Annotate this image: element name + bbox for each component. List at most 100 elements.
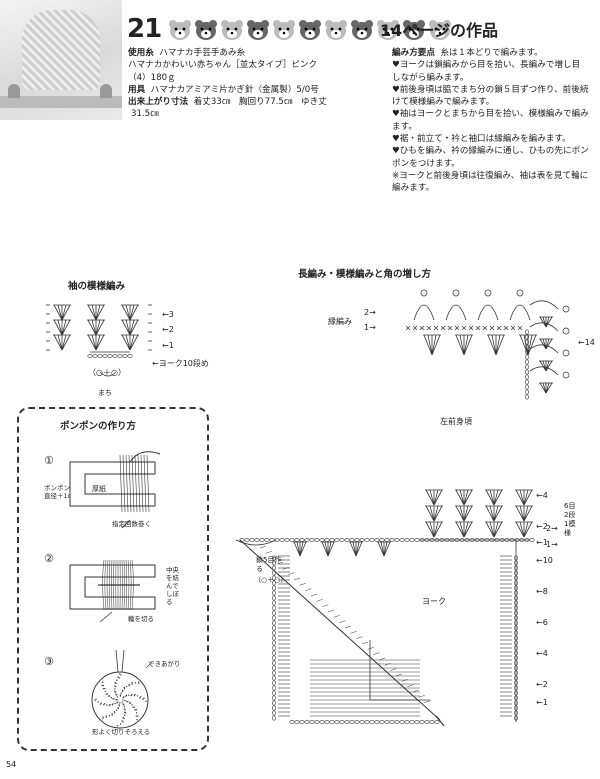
edge-stitch-fan	[495, 334, 501, 356]
pompom-texture	[102, 716, 104, 718]
bear-face-icon	[428, 19, 452, 41]
corner-fan	[545, 338, 550, 350]
edge-sc-row	[426, 325, 432, 331]
pompom-texture	[134, 709, 136, 711]
yoke-label: ヨーク	[422, 597, 446, 606]
pompom-texture	[131, 682, 133, 684]
pompom-texture	[99, 703, 102, 705]
yoke-top-fan	[327, 541, 335, 557]
yoke-row-note: ←ヨーク10段め	[152, 359, 209, 368]
yoke-top-chain	[419, 538, 425, 542]
edge-sc-row	[475, 325, 481, 331]
pompom-texture	[101, 684, 103, 687]
yoke-top-fan	[383, 541, 391, 557]
yoke-top-chain	[254, 538, 260, 542]
pompom-texture	[102, 687, 105, 690]
points-line: けて模様編みで編みます。	[392, 97, 495, 108]
pompom-texture	[119, 702, 121, 704]
sleeve-stitch-fan	[129, 334, 139, 351]
body-stitch-fan	[463, 521, 469, 538]
pompom-texture	[118, 705, 120, 707]
yoke-left-chain	[272, 650, 276, 656]
diagonal-stitch	[327, 609, 335, 613]
right-edge-chain	[525, 364, 529, 370]
yoke-top-chain	[454, 538, 460, 542]
yoke-top-chain	[494, 538, 500, 542]
pompom-texture	[102, 704, 105, 706]
pompom-texture	[104, 687, 106, 690]
body-stitch-fan	[485, 489, 495, 506]
right-top-label: ←14	[578, 338, 595, 347]
pompom-texture	[115, 682, 117, 685]
pompom-texture	[109, 695, 111, 697]
diagonal-stitch	[395, 673, 403, 677]
body-stitch-fan	[485, 505, 495, 522]
sleeve-stitch-fan	[61, 334, 67, 351]
right-row-label: ←8	[536, 587, 548, 596]
pompom-texture	[124, 699, 126, 702]
yoke-top-fan	[355, 541, 360, 557]
yoke-top-chain	[479, 538, 485, 542]
right-row-label: ←2	[536, 522, 548, 531]
pompom-texture	[122, 717, 124, 719]
edge-stitch-fan	[491, 334, 497, 356]
corner-fan	[545, 316, 550, 328]
pompom-texture	[112, 703, 114, 705]
pompom-texture	[116, 698, 118, 701]
yoke-top-chain	[274, 538, 280, 542]
pompom-texture	[135, 715, 138, 717]
cardboard-shape	[69, 564, 156, 610]
sleeve-stitch-fan	[121, 319, 131, 336]
yarn-tail	[129, 451, 161, 463]
sleeve-chain	[117, 354, 123, 358]
bear-face-icon	[246, 19, 270, 41]
yoke-bottom-chain	[429, 720, 435, 724]
pompom-texture	[114, 681, 116, 684]
yoke-top-chain	[474, 538, 480, 542]
edge-stitch-fan	[527, 334, 537, 356]
sleeve-stitch-fan	[53, 319, 63, 336]
pompom-texture	[121, 689, 124, 692]
yoke-top-chain	[504, 538, 510, 542]
edge-stitch-fan	[423, 334, 433, 356]
corner-arch	[529, 300, 559, 310]
right-edge-chain	[525, 339, 529, 345]
diagonal-stitch	[412, 689, 420, 693]
corner-fan	[542, 382, 547, 394]
yoke-top-chain	[394, 538, 400, 542]
body-stitch-fan	[455, 505, 465, 522]
sleeve-stitch-fan	[95, 319, 105, 336]
yoke-bottom-chain	[379, 720, 385, 724]
product-photo	[0, 0, 122, 120]
yoke-bottom-chain	[394, 720, 400, 724]
yoke-top-fan	[355, 541, 363, 557]
corner-fan	[539, 338, 547, 350]
picot	[420, 289, 428, 297]
size-label: 出来上がり寸法	[128, 97, 189, 108]
instructions-block: 編み方要点 糸は１本どりで編みます。 ♥ヨークは鎖編みから目を拾い、長編みで増し…	[392, 47, 600, 195]
yoke-top-fan	[327, 541, 332, 557]
body-stitch-fan	[489, 505, 495, 522]
yoke-top-chain	[449, 538, 455, 542]
pompom-texture	[128, 694, 130, 696]
picot	[516, 289, 524, 297]
edge-sc-row	[482, 325, 488, 331]
edge-sc-row	[503, 325, 509, 331]
pompom-texture	[117, 707, 119, 709]
pompom-texture	[131, 704, 133, 706]
yoke-top-chain	[384, 538, 390, 542]
pompom-texture	[119, 673, 121, 675]
right-edge-chain	[525, 349, 529, 355]
yoke-bottom-chain	[354, 720, 360, 724]
pompom-texture	[105, 716, 108, 718]
yoke-top-fan	[349, 541, 357, 557]
pompom-texture	[115, 709, 118, 712]
sleeve-stitch-fan	[91, 304, 97, 321]
points-line: ♥前後身頃は脇でまち分の鎖５目ずつ作り、前後続	[392, 84, 589, 95]
pompom-texture	[142, 698, 144, 700]
body-stitch-fan	[515, 521, 525, 538]
edge-row-label: 2→	[364, 308, 376, 317]
pompom-title: ポンポンの作り方	[60, 421, 137, 432]
right-edge-chain	[525, 374, 529, 380]
corner-fan	[539, 316, 547, 328]
